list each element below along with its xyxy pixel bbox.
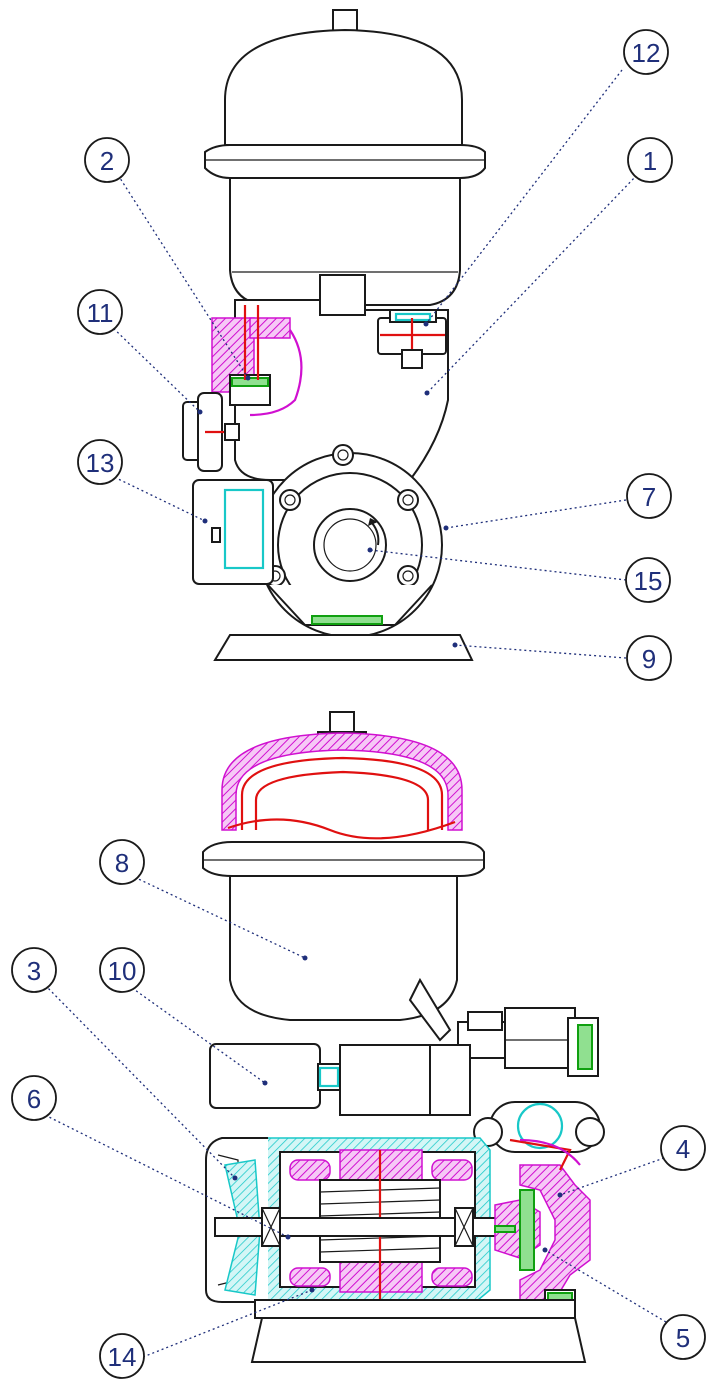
callout-6-label: 6: [27, 1084, 41, 1114]
callout-9: 9: [626, 635, 672, 681]
base-plate-2: [250, 1317, 587, 1363]
callout-2: 2: [84, 137, 130, 183]
callout-1: 1: [627, 137, 673, 183]
pressure-tank-dome: [224, 28, 463, 146]
callout-4: 4: [660, 1125, 706, 1171]
callout-11: 11: [77, 289, 123, 335]
tank-top-stub-2: [329, 711, 355, 733]
callout-10: 10: [99, 947, 145, 993]
callout-14: 14: [99, 1333, 145, 1379]
tank-lower-body-2: [229, 875, 458, 1021]
callout-13-label: 13: [86, 448, 115, 478]
tank-top-stub: [332, 9, 358, 33]
callout-15: 15: [625, 557, 671, 603]
callout-3-label: 3: [27, 956, 41, 986]
callout-11-label: 11: [87, 298, 114, 328]
callout-7: 7: [626, 473, 672, 519]
callout-2-label: 2: [100, 146, 114, 176]
callout-12-label: 12: [632, 38, 661, 68]
callout-5: 5: [660, 1314, 706, 1360]
tank-ring: [204, 144, 486, 179]
callout-15-label: 15: [634, 566, 663, 596]
section-view: [202, 711, 605, 1363]
callout-13: 13: [77, 439, 123, 485]
callout-8: 8: [99, 839, 145, 885]
callout-3: 3: [11, 947, 57, 993]
callout-4-label: 4: [676, 1134, 690, 1164]
leader-lines: [44, 69, 667, 1358]
pressure-switch: [209, 1043, 321, 1109]
tank-lower-body: [229, 177, 461, 306]
base-plate: [213, 634, 474, 661]
callout-1-label: 1: [643, 146, 657, 176]
front-view: [182, 9, 486, 661]
callout-12: 12: [623, 29, 669, 75]
callout-6: 6: [11, 1075, 57, 1121]
callout-5-label: 5: [676, 1323, 690, 1353]
callout-14-label: 14: [108, 1342, 137, 1372]
callout-8-label: 8: [115, 848, 129, 878]
suction-port: [313, 508, 387, 582]
capacitor-box: [192, 479, 274, 585]
tank-dome-section: [221, 732, 463, 831]
diaphragm: [240, 756, 444, 830]
callout-9-label: 9: [642, 644, 656, 674]
leader-dots: [197, 321, 563, 1293]
callout-7-label: 7: [642, 482, 656, 512]
callout-10-label: 10: [108, 956, 137, 986]
